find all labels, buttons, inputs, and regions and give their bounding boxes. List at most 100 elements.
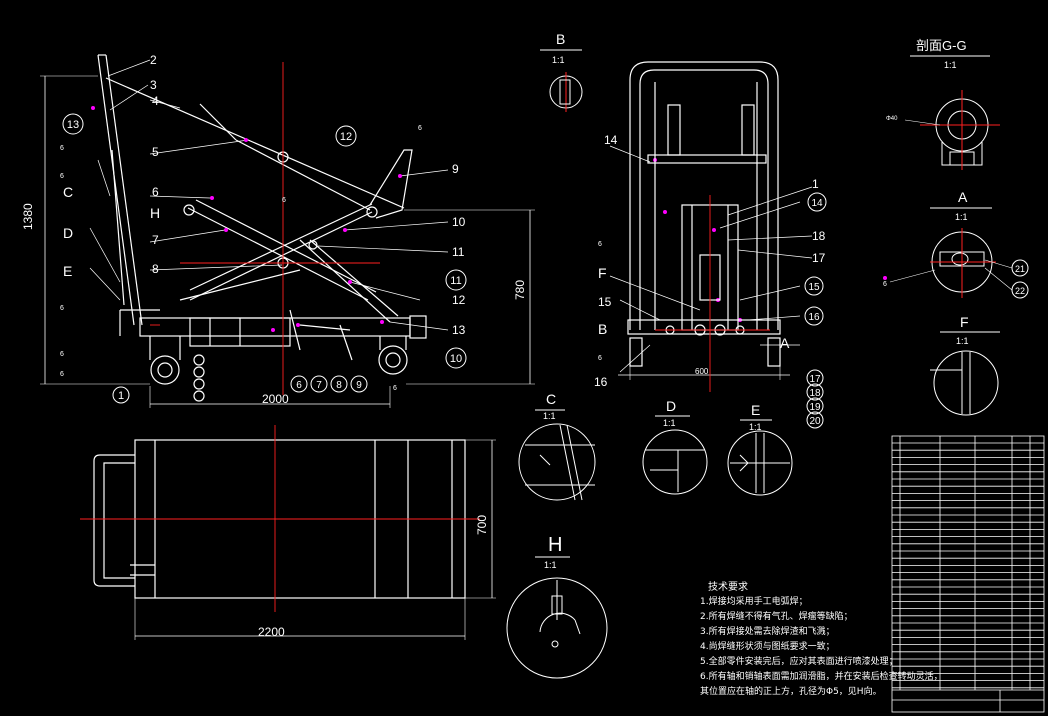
svg-text:Φ40: Φ40 <box>886 116 898 122</box>
scissor-arm-a <box>187 207 369 301</box>
magenta-markers <box>91 106 887 332</box>
svg-text:16: 16 <box>594 375 608 389</box>
svg-text:10: 10 <box>450 353 462 365</box>
svg-text:1:1: 1:1 <box>543 411 556 421</box>
svg-text:6: 6 <box>418 125 422 132</box>
side-left-letters: C D E H <box>63 184 160 279</box>
side-centerlines <box>150 62 380 395</box>
note-3: 3.所有焊接处需去除焊渣和飞溅； <box>700 627 835 637</box>
dim-front-width: 600 <box>695 367 709 376</box>
svg-text:F: F <box>598 265 607 281</box>
svg-text:1:1: 1:1 <box>944 60 957 70</box>
svg-text:6: 6 <box>60 173 64 180</box>
front-wheel <box>150 355 180 385</box>
svg-text:6: 6 <box>60 145 64 152</box>
svg-text:18: 18 <box>809 388 821 399</box>
callout-6: 6 <box>152 185 159 199</box>
svg-text:A: A <box>958 189 968 205</box>
svg-text:6: 6 <box>282 197 286 204</box>
callout-4: 4 <box>152 94 159 108</box>
svg-text:E: E <box>751 402 760 418</box>
svg-text:6: 6 <box>60 305 64 312</box>
svg-text:H: H <box>548 534 562 556</box>
svg-text:17: 17 <box>812 251 826 265</box>
scissor-arm-b <box>189 211 373 301</box>
front-frame <box>629 61 779 330</box>
top-platform-edge <box>105 77 405 209</box>
svg-text:17: 17 <box>809 374 821 385</box>
callout-12: 12 <box>452 293 466 307</box>
svg-text:6: 6 <box>598 241 602 248</box>
callout-7: 7 <box>152 233 159 247</box>
note-7: 其位置应在轴的正上方，孔径为Φ5，见H向。 <box>700 687 882 697</box>
dim-height: 1380 <box>21 203 35 230</box>
svg-text:6: 6 <box>60 351 64 358</box>
svg-text:18: 18 <box>812 229 826 243</box>
svg-text:6: 6 <box>296 380 302 391</box>
svg-text:6: 6 <box>60 371 64 378</box>
svg-text:1:1: 1:1 <box>544 560 557 570</box>
svg-text:8: 8 <box>336 380 342 391</box>
note-6: 6.所有轴和销轴表面需加润滑脂，并在安装后检查转动灵活， <box>700 672 943 682</box>
callout-13: 13 <box>452 323 466 337</box>
svg-text:1:1: 1:1 <box>749 422 762 432</box>
svg-text:19: 19 <box>809 402 821 413</box>
top-centerlines <box>80 425 480 612</box>
detail-GG: 剖面G-G 1:1 Φ40 <box>886 38 1000 170</box>
svg-text:剖面G-G: 剖面G-G <box>916 38 967 53</box>
svg-text:21: 21 <box>1015 264 1025 274</box>
svg-text:22: 22 <box>1015 286 1025 296</box>
label-D: D <box>63 225 73 241</box>
svg-text:12: 12 <box>340 131 352 143</box>
note-2: 2.所有焊缝不得有气孔、焊瘤等缺陷； <box>700 612 853 622</box>
top-view <box>93 439 496 640</box>
svg-text:1: 1 <box>118 390 124 402</box>
dim-width-top-text: 700 <box>475 515 489 535</box>
dim-lift: 780 <box>513 280 527 300</box>
callout-3: 3 <box>150 78 157 92</box>
svg-text:1:1: 1:1 <box>663 418 676 428</box>
callout-9: 9 <box>452 162 459 176</box>
callout-11: 11 <box>452 245 465 259</box>
label-C: C <box>63 184 73 200</box>
dim-length: 2000 <box>262 392 289 406</box>
side-callouts: 2 3 4 5 6 7 8 9 10 11 12 13 <box>150 53 466 337</box>
top-handle <box>93 454 135 587</box>
svg-text:11: 11 <box>450 275 461 287</box>
callout-5: 5 <box>152 145 159 159</box>
svg-text:1:1: 1:1 <box>955 212 968 222</box>
side-circled-callouts: 13 12 11 10 1 <box>62 113 467 404</box>
svg-text:16: 16 <box>808 312 820 323</box>
note-5: 5.全部零件安装完后，应对其表面进行喷漆处理； <box>700 657 898 667</box>
svg-text:13: 13 <box>67 119 79 131</box>
svg-text:14: 14 <box>811 198 823 209</box>
side-view <box>40 54 535 408</box>
detail-H: H 1:1 <box>506 534 608 679</box>
detail-D: D 1:1 <box>642 398 708 495</box>
note-4: 4.尚焊缝形状须与图纸要求一致； <box>700 642 835 652</box>
svg-text:7: 7 <box>316 380 322 391</box>
detail-E: E 1:1 <box>727 402 793 496</box>
svg-text:15: 15 <box>808 282 820 293</box>
front-callouts: 14 1 18 17 15 16 <box>594 133 826 389</box>
tilt-arm <box>369 149 413 219</box>
svg-text:D: D <box>666 398 676 414</box>
svg-text:15: 15 <box>598 295 612 309</box>
front-circled-callouts: 14 15 16 17 18 19 20 <box>804 192 827 429</box>
svg-text:9: 9 <box>356 380 362 391</box>
svg-text:B: B <box>598 321 607 337</box>
handle-bar <box>97 54 135 326</box>
detail-B: B 1:1 <box>540 31 583 112</box>
front-letters: F B A <box>598 265 790 351</box>
bottom-circled-callouts: 6 7 8 9 <box>290 375 368 393</box>
svg-text:F: F <box>960 314 969 330</box>
note-1: 1.焊接均采用手工电弧焊； <box>700 597 808 607</box>
weld-marks: 66 66 66 66 66 6 <box>60 125 887 392</box>
svg-text:C: C <box>546 391 556 407</box>
rear-wheel <box>378 345 408 375</box>
callout-10: 10 <box>452 215 466 229</box>
detail-C: C 1:1 <box>518 391 596 501</box>
title-block <box>891 435 1045 713</box>
notes-title: 技术要求 <box>708 582 748 593</box>
